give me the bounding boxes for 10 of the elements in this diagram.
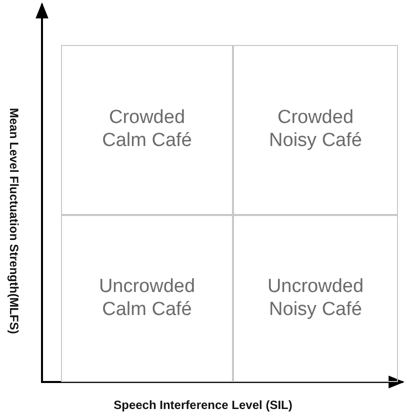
quadrant-box — [233, 45, 398, 215]
x-axis-label: Speech Interference Level (SIL) — [112, 398, 294, 412]
quadrant-label: Uncrowded Calm Café — [98, 276, 196, 322]
quadrant-box — [61, 215, 233, 382]
quadrant-label: Crowded Noisy Café — [268, 107, 363, 153]
quadrant-box — [233, 215, 398, 382]
quadrant-label: Crowded Calm Café — [101, 107, 193, 153]
y-axis-label: Mean Level Fluctuation Strength(MLFS) — [7, 106, 21, 336]
quadrant-label: Uncrowded Noisy Café — [266, 276, 365, 322]
quadrant-box — [61, 45, 233, 215]
